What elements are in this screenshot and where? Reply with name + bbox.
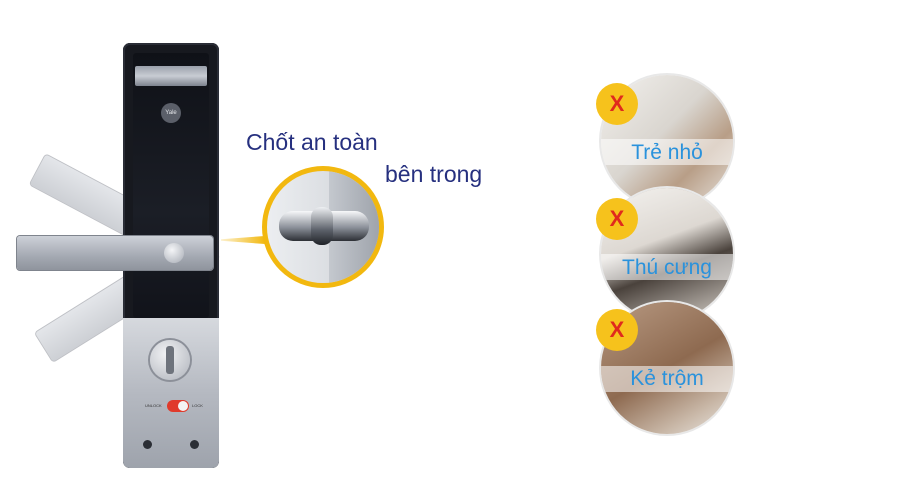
screw-right bbox=[190, 440, 199, 449]
x-badge-thief: X bbox=[596, 309, 638, 351]
lock-touch-panel bbox=[133, 53, 209, 318]
caption-line-1: Chốt an toàn bbox=[246, 129, 378, 155]
handle-hub bbox=[164, 243, 184, 263]
threat-label-thief: Kẻ trộm bbox=[630, 367, 704, 390]
threat-label-pet: Thú cưng bbox=[622, 256, 712, 279]
threat-pet-image: Thú cưng bbox=[601, 188, 733, 320]
brand-logo: Yale bbox=[161, 103, 181, 123]
caption-line-2: bên trong bbox=[385, 161, 483, 187]
fingerprint-slot bbox=[135, 66, 207, 86]
label-band bbox=[601, 139, 733, 165]
label-band bbox=[601, 254, 733, 280]
thumb-turn-knob bbox=[150, 340, 190, 380]
lock-switch: UNLOCK LOCK bbox=[145, 400, 205, 414]
switch-unlock-label: UNLOCK bbox=[145, 403, 162, 408]
switch-knob bbox=[178, 401, 188, 411]
safety-latch-zoom bbox=[262, 166, 384, 288]
switch-lock-label: LOCK bbox=[192, 403, 203, 408]
label-band bbox=[601, 366, 733, 392]
x-badge-pet: X bbox=[596, 198, 638, 240]
screw-left bbox=[143, 440, 152, 449]
threat-label-child: Trẻ nhỏ bbox=[631, 141, 703, 164]
zoom-pointer bbox=[221, 236, 265, 244]
latch-pin-head bbox=[311, 207, 333, 245]
x-badge-child: X bbox=[596, 83, 638, 125]
lock-lower-plate: UNLOCK LOCK bbox=[123, 318, 219, 468]
